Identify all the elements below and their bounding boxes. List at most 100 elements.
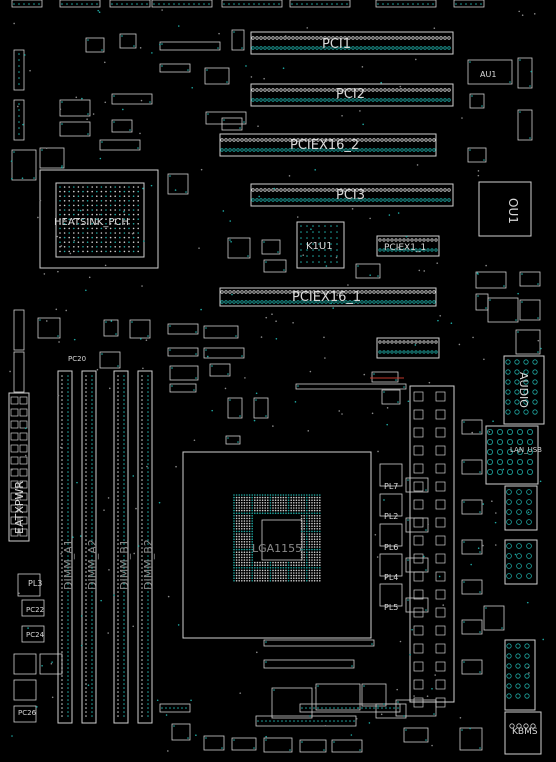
pad xyxy=(360,300,364,304)
via xyxy=(461,729,463,731)
via xyxy=(313,502,316,504)
via xyxy=(248,496,251,499)
via xyxy=(537,351,539,353)
via xyxy=(141,663,143,665)
via xyxy=(147,419,149,421)
via xyxy=(86,213,89,216)
via xyxy=(123,523,125,525)
via xyxy=(117,643,119,645)
via xyxy=(316,502,319,504)
via xyxy=(117,667,119,669)
via xyxy=(306,517,308,520)
via xyxy=(256,572,259,574)
via xyxy=(82,236,84,239)
via xyxy=(272,425,274,427)
component xyxy=(159,703,191,713)
via xyxy=(123,487,125,489)
via xyxy=(333,741,335,743)
pad xyxy=(259,36,263,40)
via xyxy=(349,720,351,722)
pad xyxy=(388,148,392,152)
via xyxy=(147,631,149,633)
via xyxy=(91,659,93,661)
via xyxy=(114,213,116,216)
via xyxy=(91,483,93,485)
via xyxy=(107,632,109,634)
via xyxy=(135,507,137,510)
via xyxy=(141,415,143,417)
via xyxy=(63,190,66,193)
component xyxy=(221,0,283,8)
via xyxy=(479,551,481,553)
via xyxy=(24,427,27,430)
via xyxy=(82,246,84,248)
via xyxy=(109,236,112,239)
via xyxy=(117,423,119,425)
component xyxy=(379,463,403,487)
pad xyxy=(335,198,339,202)
via xyxy=(311,509,313,512)
via xyxy=(123,395,125,397)
via xyxy=(319,561,321,564)
pad xyxy=(280,148,284,152)
via xyxy=(123,387,125,389)
pad xyxy=(424,138,428,142)
via xyxy=(141,579,143,581)
via xyxy=(141,483,143,485)
via xyxy=(117,439,119,441)
pad xyxy=(386,350,390,354)
pad xyxy=(516,723,522,729)
via xyxy=(259,499,261,502)
via xyxy=(257,125,259,127)
pad xyxy=(514,359,520,365)
via xyxy=(61,407,63,409)
via xyxy=(61,607,63,609)
pad xyxy=(378,248,382,252)
pad xyxy=(399,46,403,50)
via xyxy=(314,169,316,171)
via xyxy=(171,385,173,387)
via xyxy=(91,463,93,465)
via xyxy=(243,520,246,522)
via xyxy=(330,302,332,305)
via xyxy=(67,451,69,453)
via xyxy=(248,520,251,522)
via xyxy=(67,487,69,489)
via xyxy=(123,241,126,243)
via xyxy=(141,619,143,621)
pad xyxy=(300,290,304,294)
via xyxy=(132,227,135,230)
via xyxy=(117,395,119,397)
via xyxy=(18,59,20,61)
via xyxy=(233,496,235,499)
via xyxy=(141,427,143,429)
pad xyxy=(264,138,268,142)
via xyxy=(91,587,93,589)
via xyxy=(359,110,361,112)
pad xyxy=(526,573,532,579)
pad xyxy=(260,148,264,152)
via xyxy=(61,527,63,529)
via xyxy=(115,333,117,335)
component xyxy=(129,319,151,339)
via xyxy=(67,583,69,585)
pad xyxy=(348,138,352,142)
via xyxy=(147,523,149,525)
pad xyxy=(311,188,315,192)
pad xyxy=(259,188,263,192)
via xyxy=(239,692,242,694)
pad xyxy=(388,290,392,294)
via xyxy=(251,569,253,572)
component xyxy=(315,683,361,711)
via xyxy=(455,3,457,5)
via xyxy=(105,246,107,248)
component xyxy=(13,653,37,675)
via xyxy=(63,204,66,207)
pad xyxy=(316,300,320,304)
via xyxy=(256,567,259,569)
via xyxy=(298,499,300,502)
pad xyxy=(288,290,292,294)
via xyxy=(147,651,149,653)
via xyxy=(117,455,119,457)
via xyxy=(147,687,149,689)
